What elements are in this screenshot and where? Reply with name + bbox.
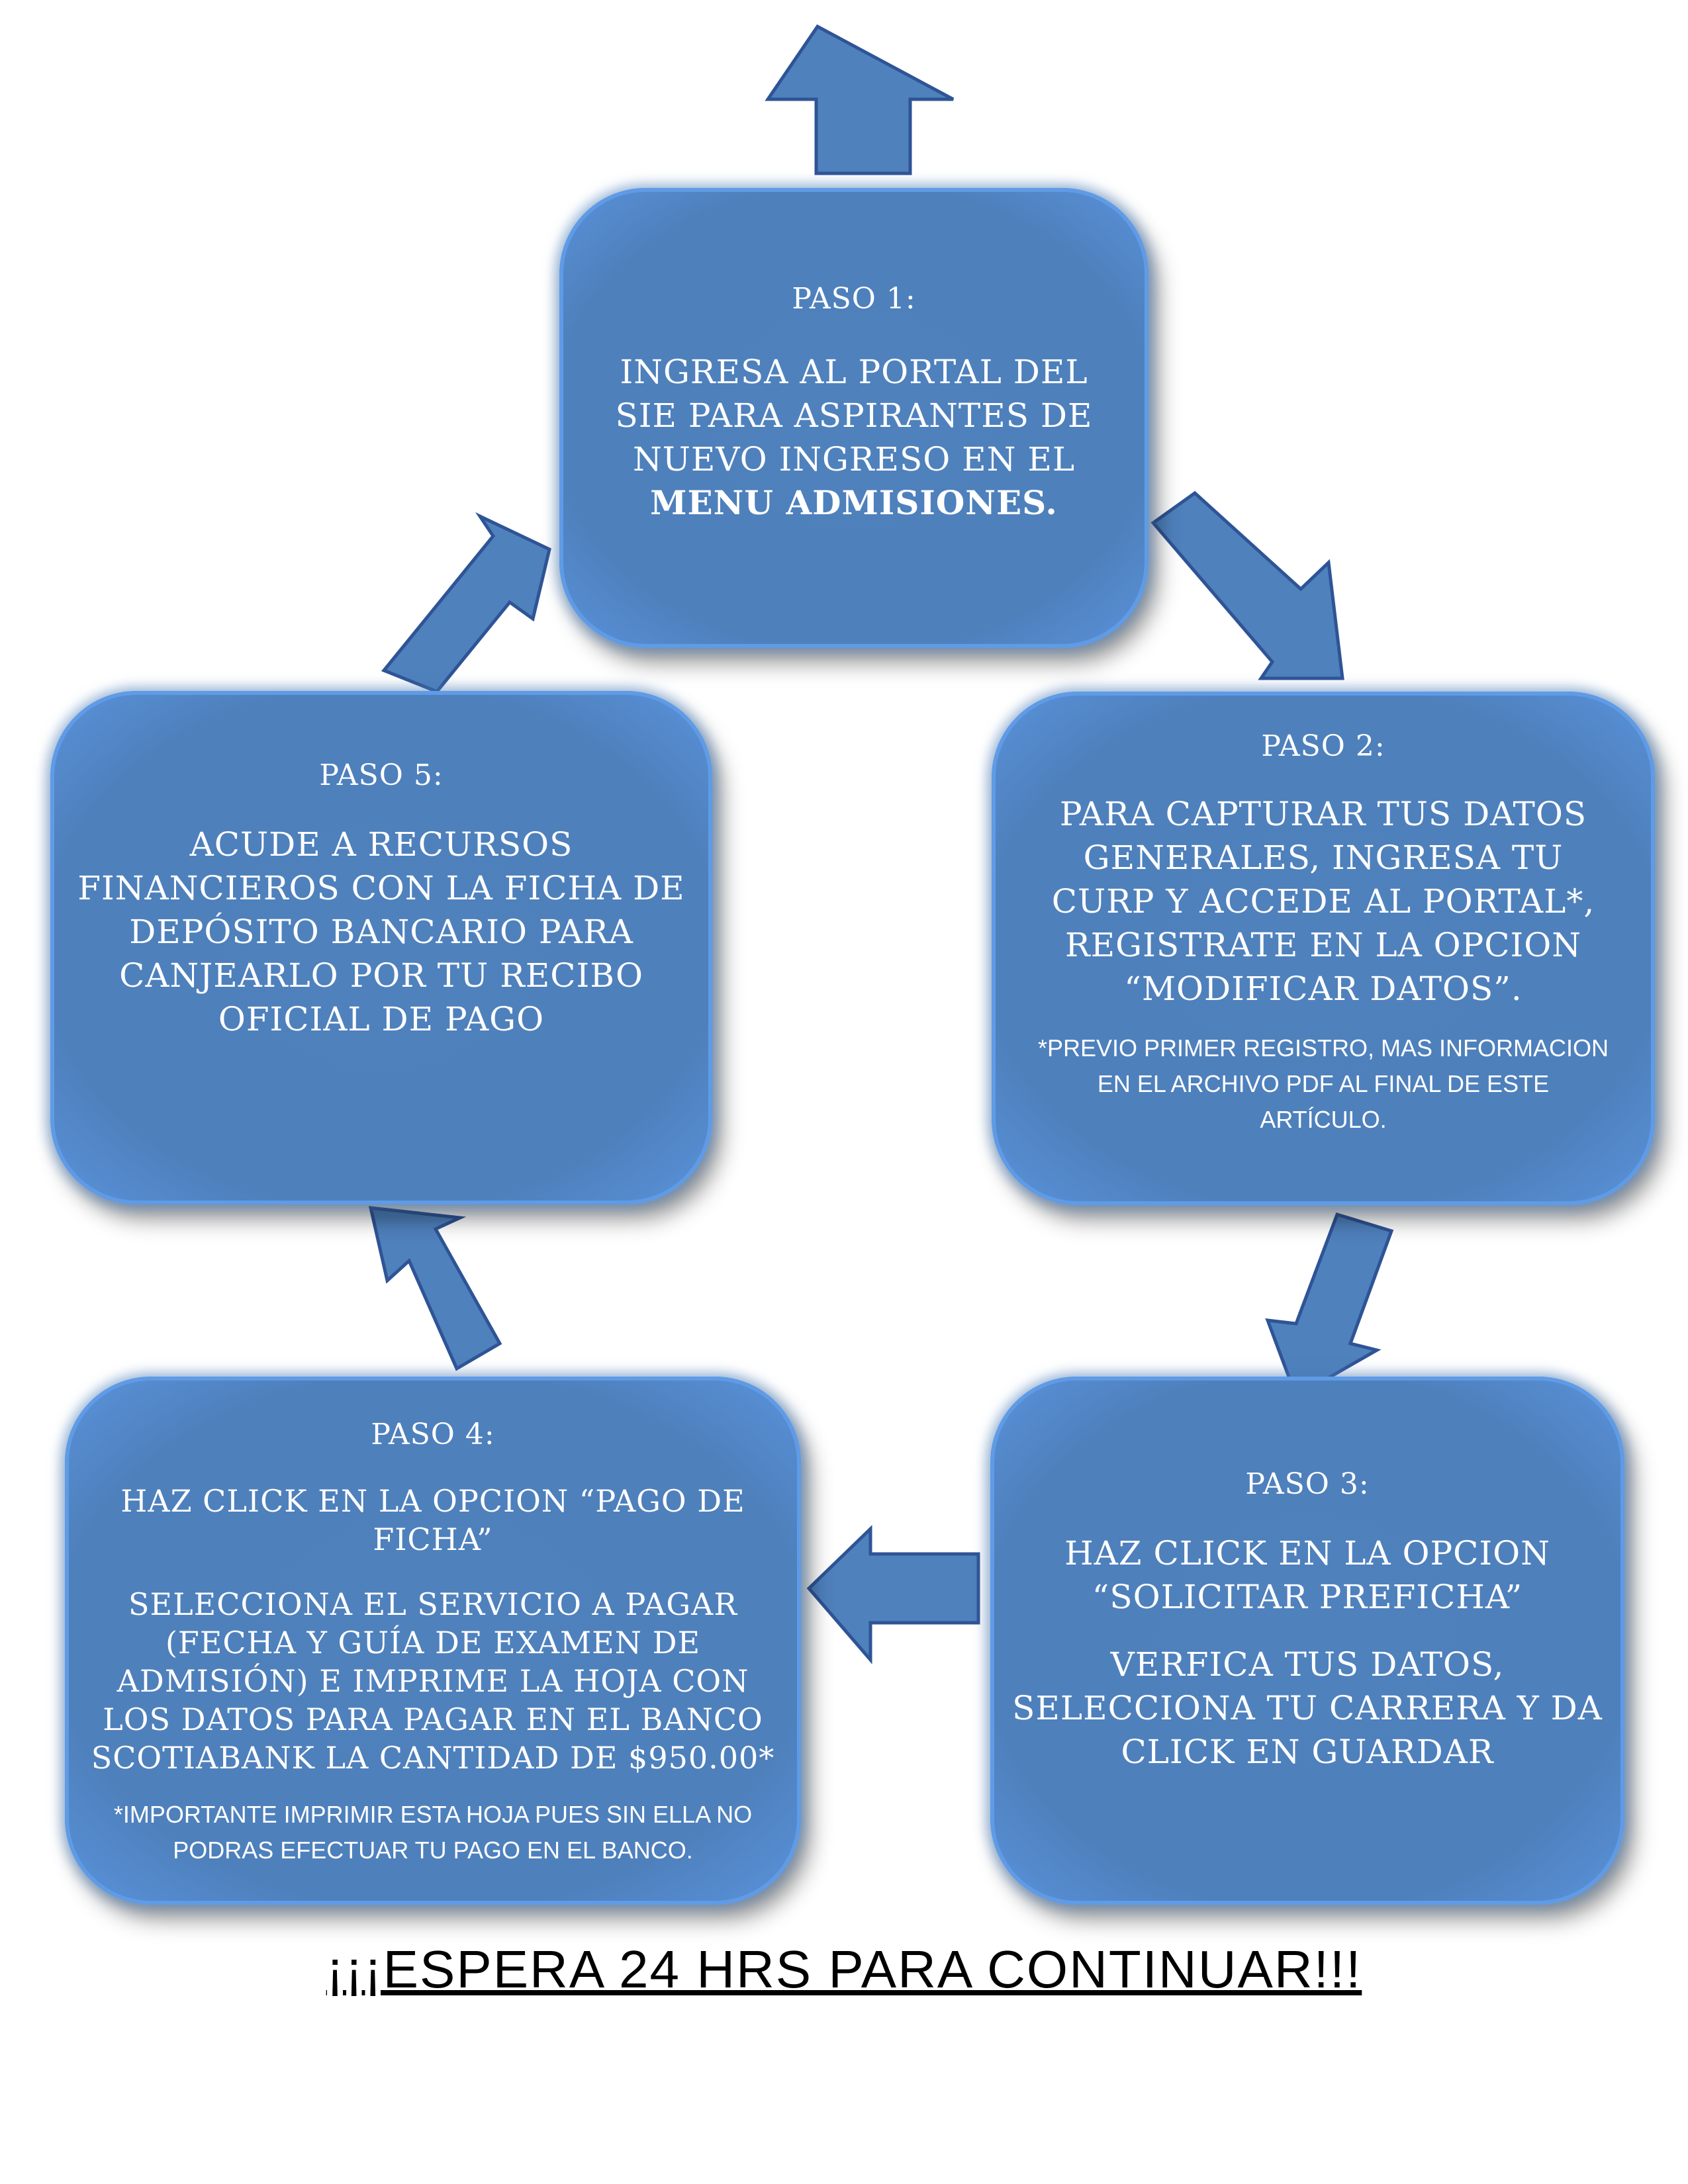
arrow-paso4-to-paso5 (368, 1206, 502, 1371)
arrow-paso2-to-paso3 (1265, 1212, 1394, 1399)
paso2-body: PARA CAPTURAR TUS DATOS GENERALES, INGRE… (1051, 795, 1595, 1008)
arrow-paso3-to-paso4 (806, 1525, 980, 1664)
paso4-note: *IMPORTANTE IMPRIMIR ESTA HOJA PUES SIN … (113, 1801, 753, 1864)
paso3-body: HAZ CLICK EN LA OPCION “SOLICITAR PREFIC… (1064, 1534, 1550, 1616)
paso2-heading: PASO 2: (1261, 729, 1385, 763)
paso5-box: PASO 5: ACUDE A RECURSOS FINANCIEROS CON… (50, 691, 712, 1205)
paso2-box: PASO 2: PARA CAPTURAR TUS DATOS GENERALE… (992, 692, 1655, 1205)
paso4-box: PASO 4: HAZ CLICK EN LA OPCION “PAGO DE … (65, 1377, 801, 1905)
paso5-body: ACUDE A RECURSOS FINANCIEROS CON LA FICH… (77, 825, 685, 1038)
arrow-paso5-to-paso1 (381, 512, 551, 694)
paso4-heading: PASO 4: (371, 1418, 495, 1451)
paso1-emphasis: MENU ADMISIONES. (650, 483, 1058, 522)
paso4-body2: SELECCIONA EL SERVICIO A PAGAR (FECHA Y … (91, 1586, 775, 1776)
paso4-body: HAZ CLICK EN LA OPCION “PAGO DE FICHA” (120, 1483, 745, 1557)
paso5-heading: PASO 5: (319, 758, 444, 792)
paso1-heading: PASO 1: (792, 282, 916, 316)
arrow-paso1-to-paso2 (1150, 490, 1344, 680)
footer-wait-message: ¡¡¡ESPERA 24 HRS PARA CONTINUAR!!! (326, 1940, 1362, 1999)
paso3-box: PASO 3: HAZ CLICK EN LA OPCION “SOLICITA… (990, 1377, 1624, 1905)
paso1-text: INGRESA AL PORTAL DEL SIE PARA ASPIRANTE… (586, 350, 1122, 525)
arrow-up-top (765, 24, 955, 175)
paso1-box: PASO 1: INGRESA AL PORTAL DEL SIE PARA A… (559, 188, 1149, 648)
paso1-body: INGRESA AL PORTAL DEL SIE PARA ASPIRANTE… (615, 353, 1093, 478)
paso2-note: *PREVIO PRIMER REGISTRO, MAS INFORMACION… (1037, 1034, 1609, 1133)
paso3-body2: VERFICA TUS DATOS, SELECCIONA TU CARRERA… (1012, 1645, 1603, 1771)
paso3-heading: PASO 3: (1245, 1467, 1370, 1501)
